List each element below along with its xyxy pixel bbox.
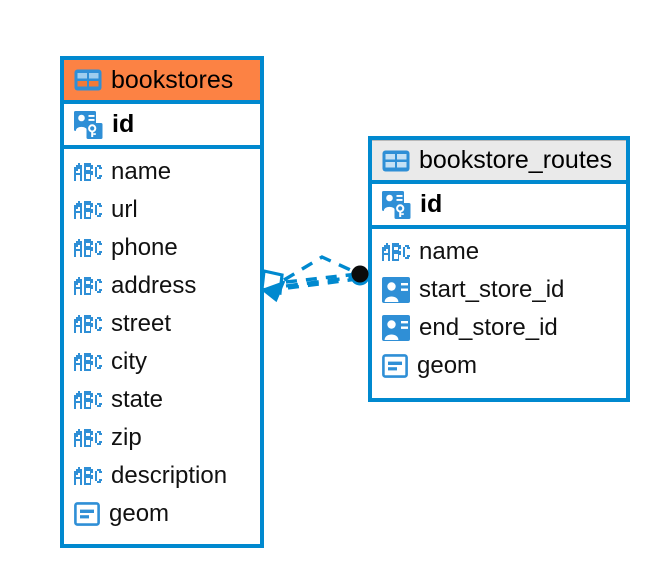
field-list-bookstores: name url xyxy=(64,149,260,539)
field-label: address xyxy=(111,272,197,299)
foreign-key-icon xyxy=(382,277,410,303)
entity-header-bookstores[interactable]: bookstores xyxy=(64,60,260,104)
abc-text-icon xyxy=(74,163,102,181)
field-row[interactable]: street xyxy=(64,305,260,343)
primary-key-row[interactable]: id xyxy=(64,104,260,149)
abc-text-icon xyxy=(74,391,102,409)
field-row[interactable]: geom xyxy=(64,495,260,533)
primary-key-row[interactable]: id xyxy=(372,184,626,229)
foreign-key-icon xyxy=(382,315,410,341)
abc-text-icon xyxy=(74,201,102,219)
table-icon xyxy=(382,150,410,172)
field-row[interactable]: address xyxy=(64,267,260,305)
field-row[interactable]: url xyxy=(64,191,260,229)
relationship-line-base xyxy=(285,275,357,288)
field-row[interactable]: description xyxy=(64,457,260,495)
field-label: state xyxy=(111,386,164,413)
field-row[interactable]: geom xyxy=(372,347,626,385)
primary-key-label: id xyxy=(112,110,135,138)
field-label: phone xyxy=(111,234,178,261)
primary-key-label: id xyxy=(420,190,443,218)
field-label: geom xyxy=(109,500,170,527)
field-row[interactable]: end_store_id xyxy=(372,309,626,347)
field-row[interactable]: zip xyxy=(64,419,260,457)
field-label: city xyxy=(111,348,147,375)
relationship-line-upper xyxy=(285,272,359,284)
field-row[interactable]: phone xyxy=(64,229,260,267)
relationship-line-middle xyxy=(287,277,359,290)
field-label: zip xyxy=(111,424,142,451)
entity-header-bookstore-routes[interactable]: bookstore_routes xyxy=(372,140,626,184)
abc-text-icon xyxy=(74,277,102,295)
abc-text-icon xyxy=(74,315,102,333)
primary-key-icon xyxy=(74,110,104,140)
field-label: name xyxy=(419,238,480,265)
field-list-bookstore-routes: name start_store_id xyxy=(372,229,626,391)
geometry-icon xyxy=(74,502,100,526)
geometry-icon xyxy=(382,354,408,378)
field-row[interactable]: name xyxy=(64,153,260,191)
abc-text-icon xyxy=(74,239,102,257)
relationship-line-apex xyxy=(283,255,358,282)
entity-bookstore-routes[interactable]: bookstore_routes id xyxy=(368,136,630,402)
entity-bookstores[interactable]: bookstores id xyxy=(60,56,264,548)
field-row[interactable]: state xyxy=(64,381,260,419)
field-row[interactable]: name xyxy=(372,233,626,271)
abc-text-icon xyxy=(74,429,102,447)
field-row[interactable]: city xyxy=(64,343,260,381)
entity-title: bookstore_routes xyxy=(419,146,613,174)
entity-title: bookstores xyxy=(111,65,234,94)
table-icon xyxy=(74,69,102,91)
primary-key-icon xyxy=(382,190,412,220)
field-label: name xyxy=(111,158,172,185)
filled-circle-marker xyxy=(350,265,370,286)
abc-text-icon xyxy=(382,243,410,261)
field-label: start_store_id xyxy=(419,276,565,303)
field-label: end_store_id xyxy=(419,314,558,341)
field-label: description xyxy=(111,462,228,489)
field-row[interactable]: start_store_id xyxy=(372,271,626,309)
field-label: street xyxy=(111,310,172,337)
abc-text-icon xyxy=(74,467,102,485)
crows-foot-diamond-marker xyxy=(260,269,286,303)
field-label: url xyxy=(111,196,138,223)
abc-text-icon xyxy=(74,353,102,371)
field-label: geom xyxy=(417,352,478,379)
